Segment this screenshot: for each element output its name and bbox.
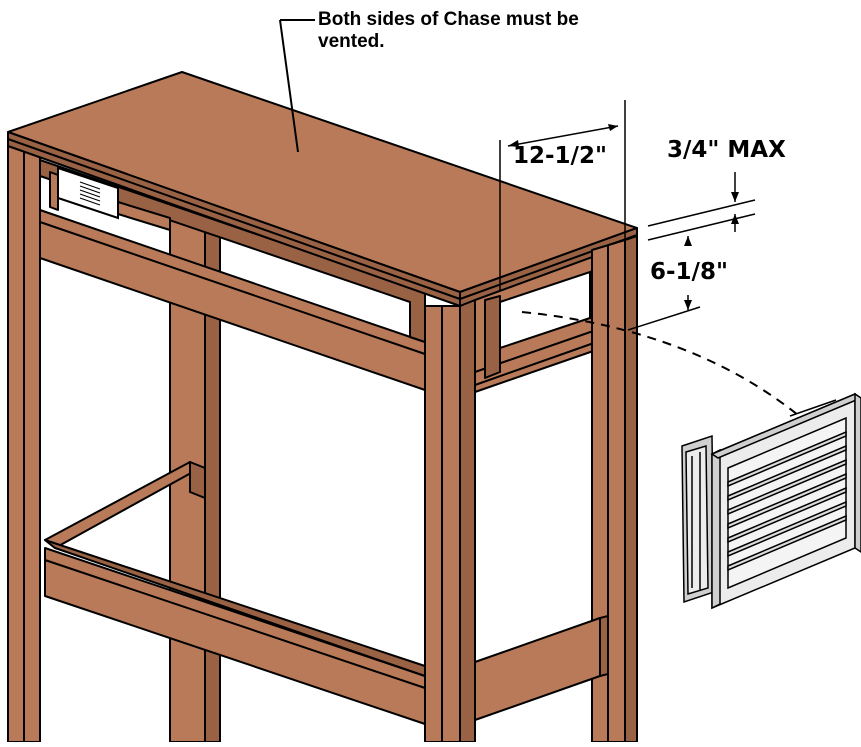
opening-width-label: 12-1/2" <box>513 143 607 169</box>
height-dimension <box>627 236 701 331</box>
right-side-header <box>474 244 626 393</box>
opening-height-label: 6-1/8" <box>650 259 728 285</box>
top-panel <box>7 71 638 307</box>
width-dimension <box>499 100 626 290</box>
front-right-post <box>424 299 476 743</box>
vent-louvers <box>727 430 847 572</box>
back-right-post <box>591 235 638 743</box>
flange-max-label: 3/4" MAX <box>667 137 786 163</box>
left-vent-louvers <box>79 181 101 206</box>
middle-frame <box>44 461 609 725</box>
flange-dimension <box>647 172 756 241</box>
vent-note: Both sides of Chase must be vented. <box>318 9 579 52</box>
front-left-post <box>7 139 41 743</box>
vent-grille <box>681 392 861 610</box>
install-path-arc <box>521 311 811 426</box>
note-leader <box>279 19 315 153</box>
